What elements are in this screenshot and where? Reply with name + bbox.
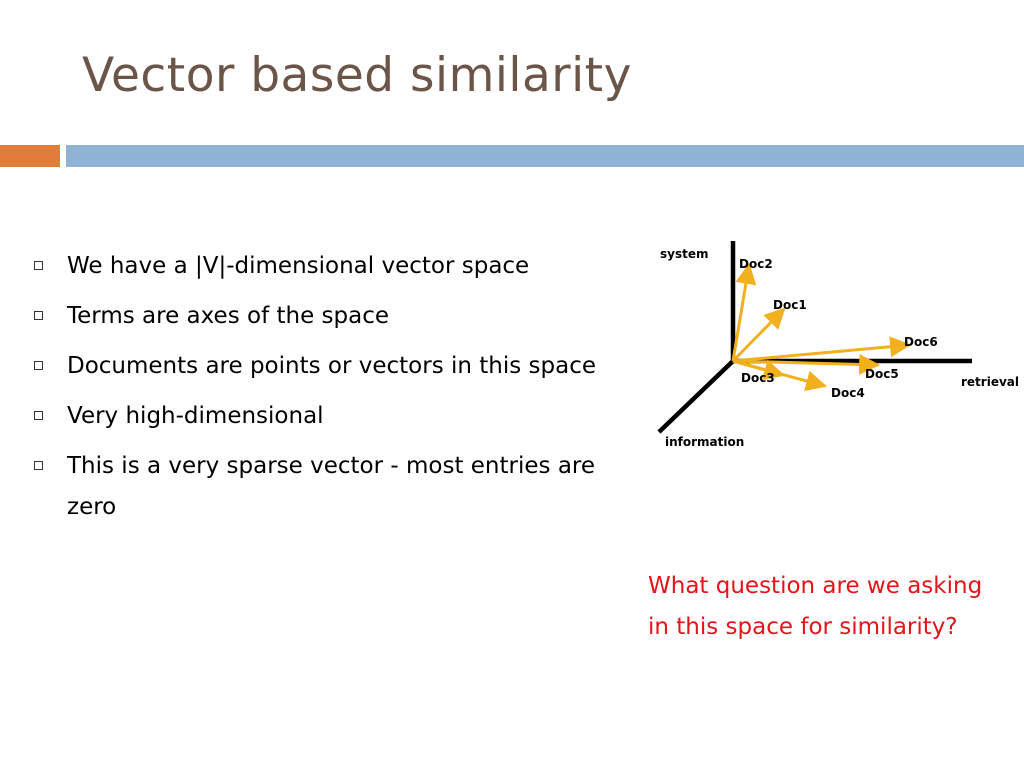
slide-title: Vector based similarity	[82, 48, 632, 103]
information-axis	[657, 359, 735, 434]
bullet-item: Terms are axes of the space	[30, 296, 640, 337]
bullet-item: Documents are points or vectors in this …	[30, 346, 640, 387]
square-bullet-icon	[34, 411, 43, 420]
accent-bar-blue	[66, 145, 1024, 167]
bullet-item: This is a very sparse vector - most entr…	[30, 446, 640, 528]
doc4-vector	[732, 359, 828, 392]
retrieval-axis-label: retrieval	[961, 375, 1019, 389]
doc1-label: Doc1	[773, 298, 807, 312]
bullet-list: We have a |V|-dimensional vector space T…	[30, 246, 640, 537]
bullet-text: This is a very sparse vector - most entr…	[67, 453, 596, 520]
bullet-text: We have a |V|-dimensional vector space	[67, 253, 530, 279]
doc2-label: Doc2	[739, 257, 773, 271]
square-bullet-icon	[34, 311, 43, 320]
accent-bar-orange	[0, 145, 60, 167]
bullet-text: Terms are axes of the space	[67, 303, 389, 329]
square-bullet-icon	[34, 361, 43, 370]
doc6-vector	[732, 336, 912, 363]
bullet-item: Very high-dimensional	[30, 396, 640, 437]
information-axis-label: information	[665, 435, 744, 449]
square-bullet-icon	[34, 461, 43, 470]
doc4-label: Doc4	[831, 386, 865, 400]
bullet-text: Documents are points or vectors in this …	[67, 353, 597, 379]
system-axis-label: system	[660, 247, 709, 261]
doc6-label: Doc6	[904, 335, 938, 349]
bullet-text: Very high-dimensional	[67, 403, 324, 429]
square-bullet-icon	[34, 261, 43, 270]
doc3-label: Doc3	[741, 371, 775, 385]
bullet-item: We have a |V|-dimensional vector space	[30, 246, 640, 287]
doc1-vector	[731, 307, 786, 363]
doc5-vector	[732, 353, 881, 375]
vector-space-diagram: system retrieval information Doc2 Doc1 D…	[657, 241, 1019, 449]
doc2-vector	[731, 262, 757, 362]
question-text: What question are we asking in this spac…	[648, 573, 983, 640]
doc5-label: Doc5	[865, 367, 899, 381]
